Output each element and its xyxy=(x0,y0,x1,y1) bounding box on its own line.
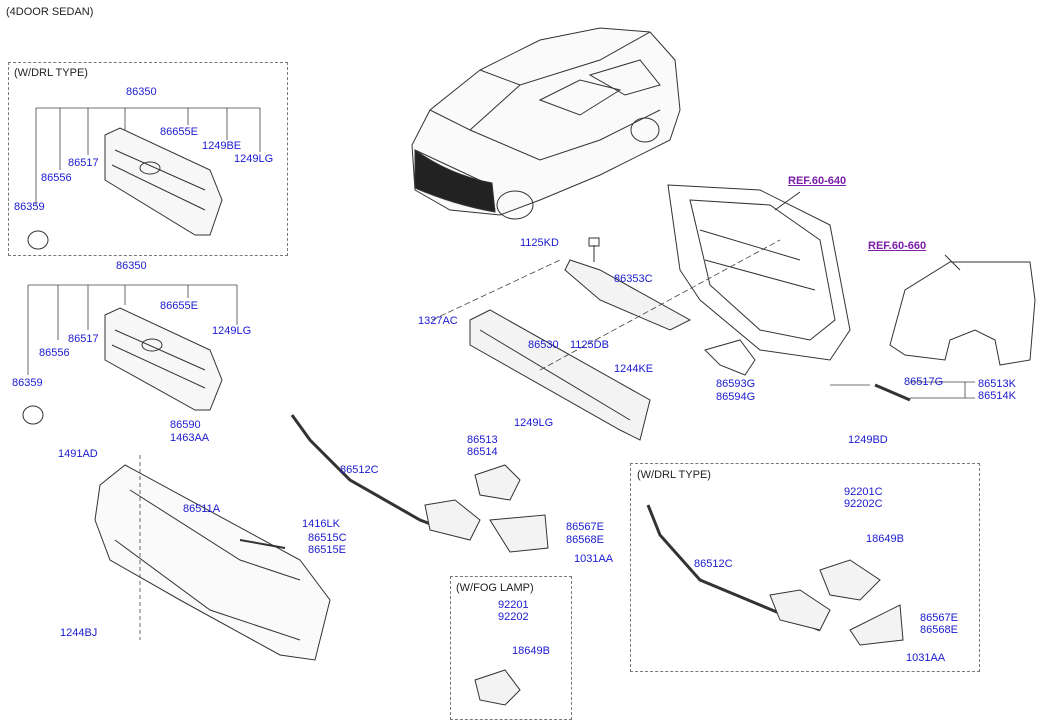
part-86530[interactable]: 86530 xyxy=(528,339,559,351)
part-86655E-b[interactable]: 86655E xyxy=(160,300,198,312)
part-86515C[interactable]: 86515C xyxy=(308,532,347,544)
part-86514[interactable]: 86514 xyxy=(467,446,498,458)
part-18649B-b[interactable]: 18649B xyxy=(866,533,904,545)
fog-lamp-box-title: (W/FOG LAMP) xyxy=(456,582,534,594)
part-86350-a[interactable]: 86350 xyxy=(126,86,157,98)
part-1249LG-c[interactable]: 1249LG xyxy=(514,417,554,429)
ref-link-60-660[interactable]: REF.60-660 xyxy=(868,240,927,252)
part-86511A[interactable]: 86511A xyxy=(183,503,221,515)
part-1031AA-b[interactable]: 1031AA xyxy=(906,652,946,664)
part-86655E-a[interactable]: 86655E xyxy=(160,126,198,138)
grille-a xyxy=(27,127,223,250)
grille-b xyxy=(22,307,223,425)
radiator-support xyxy=(667,184,851,361)
part-86512C-a[interactable]: 86512C xyxy=(340,464,379,476)
part-86567E-a[interactable]: 86567E xyxy=(566,521,604,533)
bumper xyxy=(94,464,331,661)
part-1491AD[interactable]: 1491AD xyxy=(58,448,98,460)
part-1463AA[interactable]: 1463AA xyxy=(170,432,210,444)
car-illustration xyxy=(411,27,681,220)
part-1249BD[interactable]: 1249BD xyxy=(848,434,888,446)
part-1125DB[interactable]: 1125DB xyxy=(570,339,609,351)
part-86567E-b[interactable]: 86567E xyxy=(920,612,958,624)
part-86512C-b[interactable]: 86512C xyxy=(694,558,733,570)
part-1249LG-b[interactable]: 1249LG xyxy=(212,325,252,337)
part-1249BE[interactable]: 1249BE xyxy=(202,140,242,152)
drl-lower-box-title: (W/DRL TYPE) xyxy=(637,469,711,481)
drl-grille-box xyxy=(8,62,288,256)
part-1244BJ[interactable]: 1244BJ xyxy=(60,627,98,639)
part-86353C[interactable]: 86353C xyxy=(614,273,653,285)
part-92202[interactable]: 92202 xyxy=(498,611,529,623)
part-86517-a[interactable]: 86517 xyxy=(68,157,99,169)
part-1416LK[interactable]: 1416LK xyxy=(302,518,340,530)
part-86350-b[interactable]: 86350 xyxy=(116,260,147,272)
part-86515E[interactable]: 86515E xyxy=(308,544,346,556)
part-86359-b[interactable]: 86359 xyxy=(12,377,43,389)
part-86556-a[interactable]: 86556 xyxy=(41,172,72,184)
part-86517G[interactable]: 86517G xyxy=(904,376,944,388)
drl-grille-box-title: (W/DRL TYPE) xyxy=(14,67,88,79)
part-1249LG-a[interactable]: 1249LG xyxy=(234,153,274,165)
part-1327AC[interactable]: 1327AC xyxy=(418,315,458,327)
part-92201[interactable]: 92201 xyxy=(498,599,529,611)
part-18649B-a[interactable]: 18649B xyxy=(512,645,550,657)
part-86517-b[interactable]: 86517 xyxy=(68,333,99,345)
fog-lamp-box xyxy=(450,576,572,720)
part-1244KE[interactable]: 1244KE xyxy=(614,363,654,375)
part-86513K[interactable]: 86513K xyxy=(978,378,1016,390)
part-86593G[interactable]: 86593G xyxy=(716,378,756,390)
part-86556-b[interactable]: 86556 xyxy=(39,347,70,359)
part-86514K[interactable]: 86514K xyxy=(978,390,1016,402)
diagram-title: (4DOOR SEDAN) xyxy=(6,6,94,18)
part-92201C[interactable]: 92201C xyxy=(844,486,883,498)
part-86594G[interactable]: 86594G xyxy=(716,391,756,403)
part-1125KD[interactable]: 1125KD xyxy=(520,237,559,249)
fender xyxy=(889,254,1036,366)
part-86568E-a[interactable]: 86568E xyxy=(566,534,604,546)
part-1031AA-a[interactable]: 1031AA xyxy=(574,553,614,565)
ref-link-60-640[interactable]: REF.60-640 xyxy=(788,175,847,187)
part-86568E-b[interactable]: 86568E xyxy=(920,624,958,636)
drl-lower-box xyxy=(630,463,980,672)
part-92202C[interactable]: 92202C xyxy=(844,498,883,510)
part-86513[interactable]: 86513 xyxy=(467,434,498,446)
part-86590[interactable]: 86590 xyxy=(170,419,201,431)
part-86359-a[interactable]: 86359 xyxy=(14,201,45,213)
